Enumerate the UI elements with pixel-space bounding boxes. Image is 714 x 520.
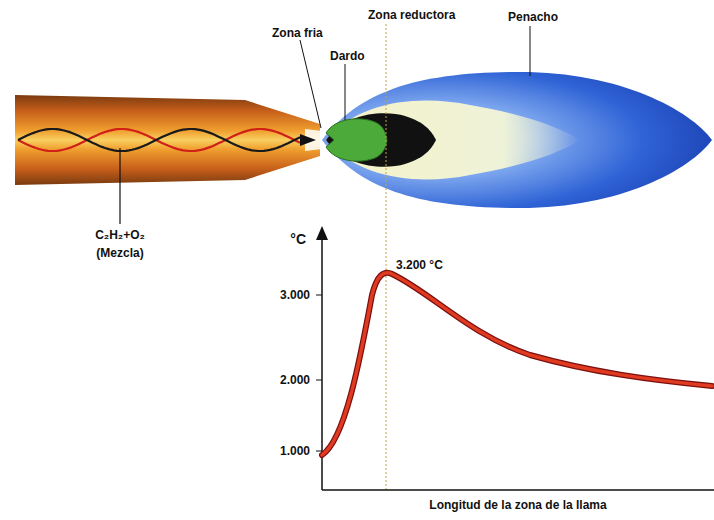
gas-wave [18, 129, 300, 151]
tick-label: 1.000 [280, 444, 310, 458]
leader-line [119, 148, 120, 224]
flow-arrow [300, 134, 316, 146]
torch-nozzle [15, 95, 320, 185]
dark-zone [326, 113, 436, 167]
plume [322, 72, 712, 208]
reducing-zone [326, 101, 580, 180]
leader-line [530, 26, 531, 76]
tick-label: 2.000 [280, 373, 310, 387]
zone-label: Zona fria [272, 26, 323, 40]
tick [316, 380, 322, 381]
x-axis [322, 489, 714, 491]
tick [316, 451, 322, 452]
tick [316, 295, 322, 296]
leader-line [345, 64, 346, 120]
zone-label: Penacho [508, 10, 558, 24]
peak-guide [386, 24, 387, 490]
temperature-curve [322, 273, 712, 455]
zone-label: Dardo [330, 49, 365, 63]
peak-value: 3.200 °C [396, 258, 443, 272]
formula-label: C₂H₂+O₂ [95, 228, 145, 242]
formula-label: (Mezcla) [96, 246, 143, 260]
temperature-curve [322, 273, 712, 455]
axis-unit: °C [290, 231, 306, 247]
y-axis-arrow [316, 226, 328, 240]
gas-wave [18, 129, 300, 151]
dart [326, 119, 387, 161]
gas-mix-waves [18, 129, 300, 151]
axis-title: Longitud de la zona de la llama [429, 498, 606, 512]
tick-label: 3.000 [280, 288, 310, 302]
leader-line [300, 40, 321, 128]
zone-label: Zona reductora [368, 8, 455, 22]
